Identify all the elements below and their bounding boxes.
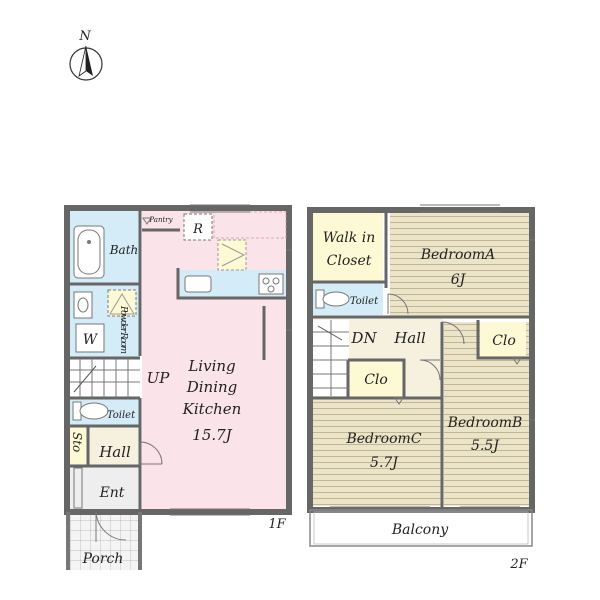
washer-label: W — [83, 332, 99, 348]
porch-columns — [66, 512, 142, 570]
toilet-2-icon — [315, 289, 350, 309]
porch-label: Porch — [82, 551, 124, 567]
stove-icon — [258, 273, 284, 295]
ldk-label-3: Kitchen — [182, 400, 242, 418]
stairs-1 — [70, 358, 140, 398]
storage-shelf-icon — [107, 289, 137, 317]
bedroom-b-label: BedroomB — [447, 415, 523, 431]
toilet-1-icon — [72, 401, 109, 421]
windows-1 — [170, 204, 292, 516]
north-compass: N — [69, 29, 103, 81]
floor-2: Walk in Closet BedroomA 6J Toilet DN Hal… — [307, 204, 535, 572]
door-arcs-2 — [387, 293, 522, 405]
bedroom-c-floor — [313, 398, 441, 506]
pantry-label: Pantry — [148, 216, 173, 224]
kitchen-storage-icon — [217, 239, 247, 271]
refrigerator-box — [183, 213, 213, 241]
bedroom-c-label: BedroomC — [345, 431, 421, 447]
closet-a-label: Clo — [492, 333, 516, 349]
ldk-label-1: Living — [187, 357, 235, 375]
refrigerator-label: R — [192, 222, 203, 237]
storage-label: Sto — [70, 432, 84, 452]
ldk-floor — [142, 210, 286, 510]
kitchen-wall — [176, 268, 286, 300]
stairs-2 — [313, 320, 349, 396]
compass-label: N — [78, 29, 91, 44]
walkin-closet-floor — [313, 213, 383, 281]
floor-1-label: 1F — [268, 517, 286, 532]
storage-floor — [70, 426, 88, 466]
bedroom-c-size: 5.7J — [370, 455, 399, 471]
compass-needle-shadow — [78, 45, 87, 77]
balcony-label: Balcony — [391, 522, 449, 538]
bedroom-b-size: 5.5J — [471, 438, 500, 454]
floor-1-interior-walls — [70, 210, 142, 512]
entrance-shoebox — [73, 467, 83, 509]
bedroom-a-floor — [390, 213, 529, 317]
dn-label: DN — [350, 329, 377, 347]
hall-2-label: Hall — [393, 329, 426, 347]
floor-1-outer-wall — [64, 205, 292, 515]
walkin-closet-label-2: Closet — [327, 253, 372, 269]
bath-label: Bath — [109, 243, 139, 257]
bedroom-a-label: BedroomA — [420, 247, 495, 263]
washbasin-icon — [73, 291, 93, 319]
compass-needle-icon — [86, 46, 93, 76]
hall-floor-1 — [88, 426, 140, 464]
windows-2 — [330, 204, 535, 508]
closet-a-fill — [480, 322, 526, 356]
door-arcs-1 — [95, 217, 163, 542]
toilet-1-label: Toilet — [107, 410, 136, 421]
bedroom-a-size: 6J — [451, 272, 467, 288]
kitchen-sink-icon — [184, 275, 212, 293]
balcony-rail — [309, 509, 533, 547]
powder-room-label: Powder Room — [118, 305, 128, 354]
floor-2-interior-walls — [312, 212, 530, 508]
bathtub-icon — [73, 225, 105, 279]
closet-c-label: Clo — [364, 372, 388, 388]
floor-1: Bath Pantry R W Powder Room UP Living Di… — [64, 204, 292, 570]
balcony-floor — [310, 510, 532, 546]
ldk-label-2: Dining — [186, 378, 238, 396]
washer-box — [75, 323, 105, 353]
entrance-label: Ent — [99, 485, 125, 501]
floor-2-label: 2F — [509, 557, 528, 572]
porch-floor — [68, 512, 140, 570]
walkin-closet-label-1: Walk in — [323, 230, 375, 246]
up-label: UP — [147, 369, 171, 387]
closet-c-floor — [350, 360, 402, 398]
hall-1-label: Hall — [98, 443, 131, 461]
toilet-2-label: Toilet — [350, 296, 379, 307]
balcony-rail-inner — [313, 511, 529, 545]
ldk-size: 15.7J — [192, 426, 232, 444]
